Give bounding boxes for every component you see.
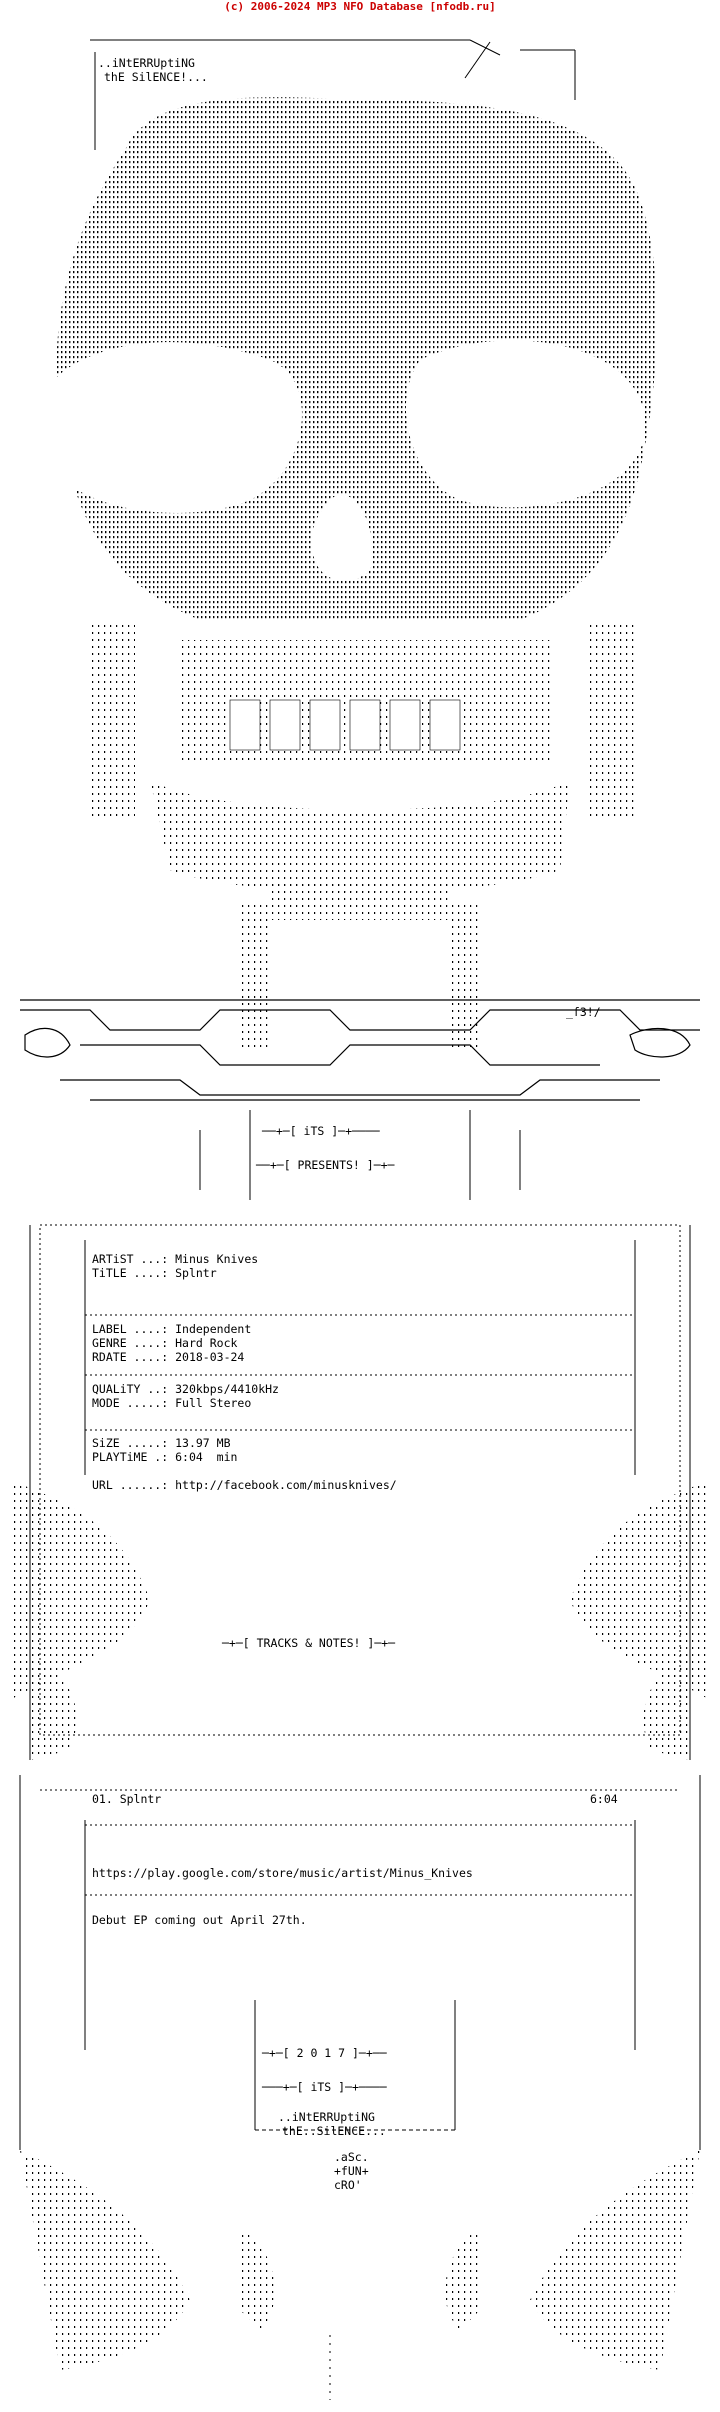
quality-row: QUALiTY ..: 320kbps/4410kHz xyxy=(92,1382,279,1396)
quality-value: 320kbps/4410kHz xyxy=(175,1382,279,1396)
notes-link[interactable]: https://play.google.com/store/music/arti… xyxy=(92,1866,473,1880)
rdate-row: RDATE ....: 2018-03-24 xyxy=(92,1350,244,1364)
rdate-value: 2018-03-24 xyxy=(175,1350,245,1364)
url-label: URL ......: xyxy=(92,1478,169,1492)
footer-name-line1: ..iNtERRUptiNG xyxy=(278,2110,375,2124)
group-name-line1: ..iNtERRUptiNG xyxy=(98,56,195,70)
label-value: Independent xyxy=(175,1322,252,1336)
title-value: Splntr xyxy=(175,1266,217,1280)
size-value: 13.97 MB xyxy=(175,1436,231,1450)
credit-asc: .aSc. xyxy=(334,2150,369,2164)
url-value[interactable]: http://facebook.com/minusknives/ xyxy=(175,1478,397,1492)
size-label: SiZE .....: xyxy=(92,1436,169,1450)
footer-box xyxy=(254,2000,456,2400)
quality-label: QUALiTY ..: xyxy=(92,1382,169,1396)
label-row: LABEL ....: Independent xyxy=(92,1322,251,1336)
info-frame xyxy=(29,1224,691,1760)
top-banner-frame xyxy=(90,39,576,150)
genre-row: GENRE ....: Hard Rock xyxy=(92,1336,237,1350)
group-name-line2: thE SilENCE!... xyxy=(104,70,208,84)
mode-label: MODE .....: xyxy=(92,1396,169,1410)
presents-label: ──+─[ PRESENTS! ]─+─ xyxy=(256,1158,395,1172)
playtime-row: PLAYTiME .: 6:04 min xyxy=(92,1450,237,1464)
credit-fun: +fUN+ xyxy=(334,2164,369,2178)
size-row: SiZE .....: 13.97 MB xyxy=(92,1436,231,1450)
genre-value: Hard Rock xyxy=(175,1336,238,1350)
playtime-label: PLAYTiME .: xyxy=(92,1450,169,1464)
side-ornaments xyxy=(10,1480,710,1760)
track-title: 01. Splntr xyxy=(92,1792,162,1806)
mode-value: Full Stereo xyxy=(175,1396,252,1410)
mode-row: MODE .....: Full Stereo xyxy=(92,1396,251,1410)
rdate-label: RDATE ....: xyxy=(92,1350,169,1364)
genre-label: GENRE ....: xyxy=(92,1336,169,1350)
site-header: (c) 2006-2024 MP3 NFO Database [nfodb.ru… xyxy=(224,0,496,13)
artist-label: ARTiST ...: xyxy=(92,1252,169,1266)
notes-text: Debut EP coming out April 27th. xyxy=(92,1913,307,1927)
footer-its: ───+─[ iTS ]─+──── xyxy=(262,2080,387,2094)
tracks-frame xyxy=(19,1775,701,2150)
group-logo-band xyxy=(20,999,700,1101)
artist-value: Minus Knives xyxy=(175,1252,259,1266)
artist-row: ARTiST ...: Minus Knives xyxy=(92,1252,258,1266)
credit-cro: cRO' xyxy=(334,2178,362,2192)
tracks-header: ─+─[ TRACKS & NOTES! ]─+─ xyxy=(222,1636,396,1650)
skull-cranium xyxy=(34,97,657,1050)
logo-tag: _f3!/ xyxy=(566,1005,601,1019)
footer-ornament xyxy=(20,2150,700,2370)
its-label: ──+─[ iTS ]─+──── xyxy=(262,1124,380,1138)
label-label: LABEL ....: xyxy=(92,1322,169,1336)
url-row: URL ......: http://facebook.com/minuskni… xyxy=(92,1478,397,1492)
footer-name-line2: thE..SilENCE... xyxy=(282,2124,386,2138)
footer-year: ─+─[ 2 0 1 7 ]─+── xyxy=(262,2046,387,2060)
playtime-value: 6:04 min xyxy=(175,1450,238,1464)
title-row: TiTLE ....: Splntr xyxy=(92,1266,217,1280)
presents-box xyxy=(199,1110,521,1200)
track-length: 6:04 xyxy=(590,1792,618,1806)
title-label: TiTLE ....: xyxy=(92,1266,169,1280)
